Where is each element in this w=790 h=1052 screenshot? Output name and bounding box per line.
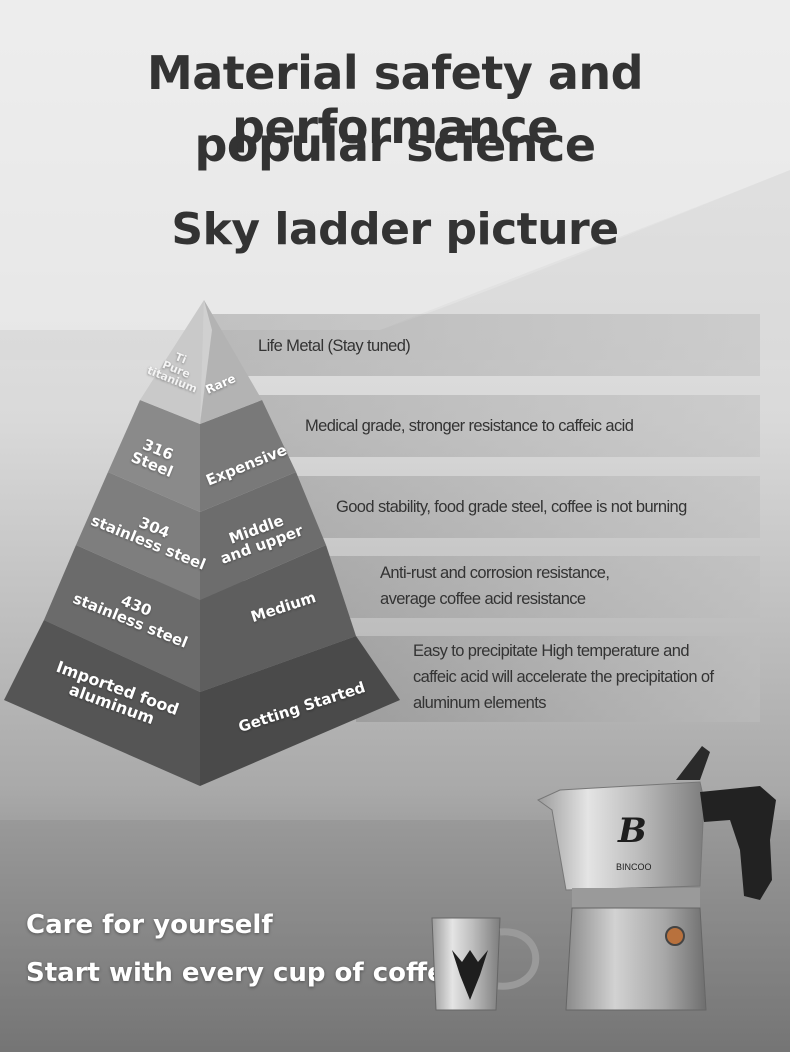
pyramid-tier-4-right bbox=[200, 545, 356, 692]
tier-description-2: Medical grade, stronger resistance to ca… bbox=[305, 417, 634, 435]
tier-band-2 bbox=[258, 395, 760, 457]
pyramid-tier-2-right bbox=[200, 400, 296, 512]
slogan-line-2: Start with every cup of coffee bbox=[26, 958, 463, 988]
page-title-line2: popular science bbox=[194, 118, 596, 172]
brand-name: BINCOO bbox=[616, 862, 652, 872]
pyramid-tier-3-right bbox=[200, 472, 326, 600]
tier-band-3 bbox=[296, 476, 760, 538]
slogan-line-1: Care for yourself bbox=[26, 910, 273, 940]
pyramid-tier-5-right bbox=[200, 636, 400, 786]
page-subtitle: Sky ladder picture bbox=[171, 204, 619, 255]
tier-band-5 bbox=[356, 636, 760, 722]
pyramid-tier-1-left bbox=[140, 300, 204, 424]
pyramid-tier-5-left bbox=[4, 620, 200, 786]
pyramid-tier-4-left bbox=[44, 545, 200, 692]
tier-description-1: Life Metal (Stay tuned) bbox=[258, 337, 411, 355]
tier-description-4: Anti-rust and corrosion resistance, aver… bbox=[380, 564, 610, 608]
tier-band-4 bbox=[328, 556, 760, 618]
pyramid-tier-1-right bbox=[200, 300, 262, 424]
tier-description-5: Easy to precipitate High temperature and… bbox=[413, 642, 714, 712]
tier-band-1 bbox=[208, 314, 760, 376]
page-title: Material safety and performance bbox=[146, 46, 644, 154]
pyramid-tier-3-left bbox=[76, 472, 200, 600]
brand-logo: B bbox=[617, 811, 647, 851]
tier-description-3: Good stability, food grade steel, coffee… bbox=[336, 498, 687, 516]
pyramid-tier-2-left bbox=[108, 400, 200, 512]
safety-valve-icon bbox=[665, 926, 685, 946]
deer-logo-icon bbox=[452, 950, 488, 1000]
